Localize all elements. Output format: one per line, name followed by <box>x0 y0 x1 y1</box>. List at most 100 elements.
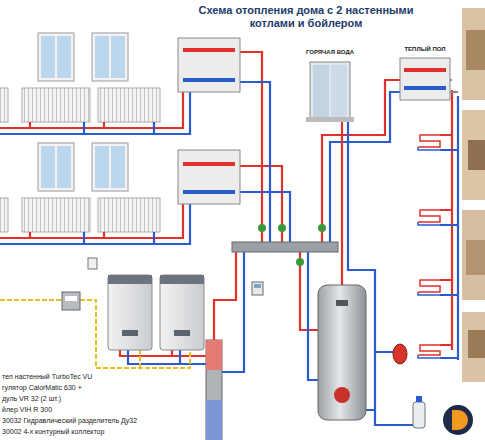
labelled-fixture: ТЕПЛЫЙ ПОЛ <box>395 45 455 102</box>
legend-note: йлер VIH R 300 <box>2 405 52 414</box>
pipe <box>0 204 183 238</box>
water-filter <box>413 396 425 428</box>
pipe <box>308 252 318 380</box>
manifold-cabinet <box>183 48 235 52</box>
manifold-cabinet <box>178 38 240 92</box>
logo <box>443 405 473 435</box>
expansion-vessel <box>393 344 407 364</box>
collector <box>278 224 286 232</box>
pipe <box>0 92 190 134</box>
pipe <box>450 80 458 92</box>
gas-meter <box>65 296 77 301</box>
legend-note: дуль VR 32 (2 шт.) <box>2 394 61 403</box>
gas-boiler <box>122 330 138 336</box>
manifold-cabinet <box>404 68 446 72</box>
gas-meter <box>62 292 80 310</box>
room-photo <box>462 8 485 382</box>
window <box>57 36 71 78</box>
legend-note: 30032 Гидравлический разделитель Ду32 <box>2 416 137 425</box>
logo <box>452 410 468 430</box>
gas-meter <box>62 292 80 310</box>
regulator <box>252 282 263 295</box>
expansion-vessel <box>393 344 407 364</box>
radiator <box>98 198 160 232</box>
window <box>111 146 125 188</box>
floor-heating-loop <box>418 345 440 355</box>
gas-boiler <box>160 275 204 350</box>
manifold-cabinet <box>178 38 450 204</box>
room-photo <box>468 140 485 170</box>
diagram-title: Схема отопления дома с 2 настенными котл… <box>190 4 422 30</box>
legend-note: 30002 4-х контурный коллектор <box>2 427 104 436</box>
floor-heating-loop <box>418 210 440 222</box>
collector <box>296 258 304 266</box>
shower-cabin <box>331 65 347 117</box>
thermostat <box>88 258 97 269</box>
room-photo <box>466 240 485 275</box>
regulator <box>254 284 261 288</box>
room-photo <box>462 312 485 382</box>
floor-heating-loop <box>418 135 440 358</box>
labelled-fixture: ГОРЯЧАЯ ВОДА <box>300 48 360 124</box>
hydraulic-separator <box>206 340 222 370</box>
legend-note: тел настенный TurboTec VU <box>2 372 92 381</box>
window <box>111 36 125 78</box>
radiator <box>22 88 90 122</box>
window <box>41 146 55 188</box>
pipe <box>240 52 282 242</box>
gas-boiler <box>160 275 204 284</box>
pipe <box>440 90 452 350</box>
water-tank <box>336 300 348 306</box>
manifold-cabinet <box>183 162 235 166</box>
radiator <box>22 198 90 232</box>
water-tank <box>318 285 366 420</box>
pipe <box>240 82 290 242</box>
room-photo <box>462 210 485 300</box>
window <box>57 146 71 188</box>
collector <box>258 224 266 232</box>
manifold-cabinet <box>178 150 240 204</box>
window <box>95 36 109 78</box>
logo <box>443 405 473 435</box>
pipe <box>0 52 458 425</box>
pipe <box>341 122 343 285</box>
shower-cabin <box>306 117 354 122</box>
window <box>95 146 109 188</box>
room-photo <box>462 8 485 100</box>
gas-boiler <box>108 275 152 284</box>
window <box>38 143 74 191</box>
water-tank <box>334 387 350 403</box>
radiator <box>98 88 160 122</box>
pipe <box>0 92 183 128</box>
radiator <box>0 88 8 122</box>
fixture-heading: ТЕПЛЫЙ ПОЛ <box>395 45 455 53</box>
gas-boiler <box>108 275 152 350</box>
shower-cabin <box>313 65 329 117</box>
floor-heating-loop <box>418 355 440 358</box>
shower-cabin <box>306 62 354 122</box>
hydraulic-separator <box>206 400 222 440</box>
floor-heating-loop <box>418 292 440 295</box>
hydraulic-separator <box>206 340 222 440</box>
radiator <box>0 198 8 232</box>
water-filter <box>413 402 425 428</box>
hydraulic-separator <box>206 340 222 440</box>
floor-heating-loop <box>418 222 440 225</box>
room-photo <box>466 30 485 70</box>
window <box>92 33 128 81</box>
manifold-cabinet <box>183 78 235 82</box>
water-tank <box>318 285 366 420</box>
regulator <box>252 282 263 295</box>
pipe <box>440 96 458 360</box>
thermostat <box>88 258 97 269</box>
room-photo <box>462 110 485 200</box>
window <box>41 36 55 78</box>
fixture-heading: ГОРЯЧАЯ ВОДА <box>300 48 360 56</box>
radiator <box>0 88 160 232</box>
manifold-cabinet <box>400 58 450 100</box>
window <box>38 33 74 81</box>
collector <box>232 224 338 266</box>
room-photo <box>468 330 485 358</box>
pipe <box>222 252 244 372</box>
